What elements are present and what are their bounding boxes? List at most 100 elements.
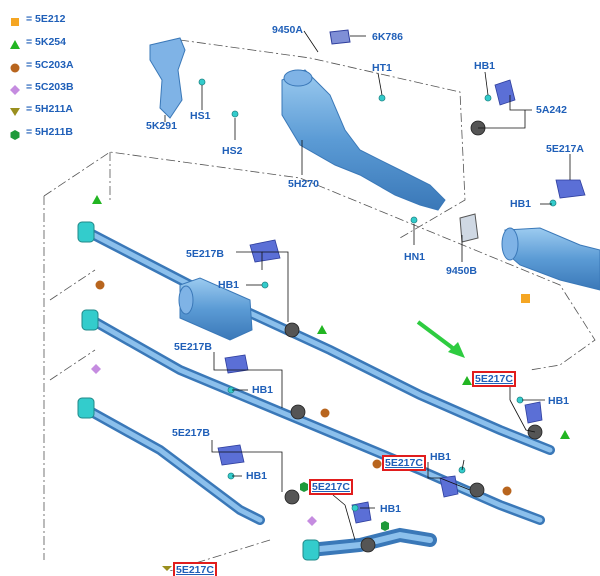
pipe-assembly-4	[303, 527, 437, 557]
legend-item-5e212: = 5E212	[10, 12, 65, 26]
square-icon	[10, 14, 20, 26]
hexagon-icon	[10, 127, 20, 140]
pipe-assembly-3	[83, 405, 265, 525]
label-hs1: HS1	[190, 110, 211, 122]
marker-5c203a-3	[372, 459, 382, 469]
diamond-icon	[10, 82, 20, 95]
label-9450a: 9450A	[272, 24, 303, 36]
clip-hb1-a	[549, 199, 557, 207]
label-5e217a: 5E217A	[546, 143, 584, 155]
marker-5k254-2	[317, 325, 327, 334]
label-hs2: HS2	[222, 145, 243, 157]
cyan-clips	[198, 78, 557, 512]
legend-label: = 5K254	[26, 36, 66, 48]
pipe-3-inlet-clamp	[77, 397, 95, 419]
legend-item-5c203a: = 5C203A	[10, 58, 74, 73]
circle-icon	[10, 60, 20, 73]
clip-ht1	[378, 94, 386, 102]
marker-5c203b-2	[307, 516, 317, 526]
marker-5c203a-2	[320, 408, 330, 418]
label-hb1-c2: HB1	[430, 451, 452, 463]
marker-5h211a	[162, 566, 172, 571]
marker-5e212	[521, 294, 530, 303]
bracket-5e217b-3	[217, 444, 245, 466]
marker-5h211b-1	[300, 482, 308, 492]
label-5e217b-1: 5E217B	[186, 248, 224, 260]
marker-5k254-3	[462, 376, 472, 385]
legend-item-5c203b: = 5C203B	[10, 80, 74, 95]
marker-5c203a-4	[502, 486, 512, 496]
bracket-5e217a	[555, 179, 586, 199]
label-5e217b-3: 5E217B	[172, 427, 210, 439]
bracket-5e217c-1	[524, 401, 543, 424]
label-5k291: 5K291	[146, 120, 177, 132]
pipe-4-inlet-clamp	[302, 539, 320, 561]
green-arrow	[416, 320, 465, 358]
gasket-9450b	[459, 213, 479, 243]
muffler-1	[178, 277, 253, 341]
bracket-5e217b-1	[249, 239, 281, 263]
isolator-5	[469, 482, 485, 498]
clip-hs1	[198, 78, 206, 86]
label-5e217c-2[interactable]: 5E217C	[382, 455, 426, 471]
legend-item-5k254: = 5K254	[10, 35, 66, 49]
clip-hn1	[410, 216, 418, 224]
heat-shield-5k291	[149, 37, 186, 119]
isolator-6	[360, 537, 376, 553]
legend-label: = 5H211B	[26, 126, 73, 138]
legend-label: = 5C203A	[26, 59, 74, 71]
label-9450b: 9450B	[446, 265, 477, 277]
marker-5k254-1	[92, 195, 102, 204]
legend-label: = 5C203B	[26, 81, 74, 93]
marker-5h211b-2	[381, 521, 389, 531]
label-hb1-b3: HB1	[246, 470, 268, 482]
leader-lines	[164, 30, 571, 541]
pipe-2-inlet-clamp	[81, 309, 99, 331]
lower-assembly-outline-3	[49, 349, 96, 381]
label-ht1: HT1	[372, 62, 392, 74]
bracket-5e217c-2	[439, 475, 459, 498]
label-5e217c-1[interactable]: 5E217C	[472, 371, 516, 387]
pipe-assembly-1	[83, 227, 555, 455]
label-hb1-top: HB1	[474, 60, 496, 72]
pipe-1-inlet-clamp	[77, 221, 95, 243]
label-5e217c-3[interactable]: 5E217C	[309, 479, 353, 495]
isolator-2	[290, 404, 306, 420]
clip-hs2	[231, 110, 239, 118]
label-5e217c-4[interactable]: 5E217C	[173, 562, 217, 576]
isolator-3	[284, 489, 300, 505]
label-hb1-b1: HB1	[218, 279, 240, 291]
catalytic-converter-5h270	[281, 69, 446, 211]
diagram-markers	[91, 195, 570, 571]
hanger-brackets	[217, 79, 586, 524]
label-hb1-b2: HB1	[252, 384, 274, 396]
triangle-up-icon	[10, 37, 20, 49]
legend-label: = 5H211A	[26, 103, 73, 115]
label-hb1-c1: HB1	[548, 395, 570, 407]
isolator-1	[284, 322, 300, 338]
label-hn1: HN1	[404, 251, 426, 263]
clip-hb1-c3	[351, 504, 359, 512]
label-6k786: 6K786	[372, 31, 403, 43]
marker-5c203b-1	[91, 364, 101, 374]
clip-hb1-b1	[261, 281, 269, 289]
triangle-down-icon	[10, 104, 20, 116]
rear-muffler-right	[501, 227, 600, 291]
label-hb1-c3: HB1	[380, 503, 402, 515]
bracket-5a242	[494, 79, 516, 106]
clip-hb1-top	[484, 94, 492, 102]
upper-assembly-outline	[179, 39, 466, 239]
legend-item-5h211a: = 5H211A	[10, 102, 73, 116]
marker-5c203a-1	[95, 280, 105, 290]
label-hb1-a: HB1	[510, 198, 532, 210]
label-5e217b-2: 5E217B	[174, 341, 212, 353]
legend-item-5h211b: = 5H211B	[10, 125, 73, 140]
label-5a242: 5A242	[536, 104, 567, 116]
mid-assembly-outline	[43, 151, 596, 371]
lower-assembly-outline-2	[49, 269, 96, 301]
clamp-6k786	[329, 29, 351, 45]
pipe-assembly-2	[87, 315, 545, 525]
label-5h270: 5H270	[288, 178, 319, 190]
